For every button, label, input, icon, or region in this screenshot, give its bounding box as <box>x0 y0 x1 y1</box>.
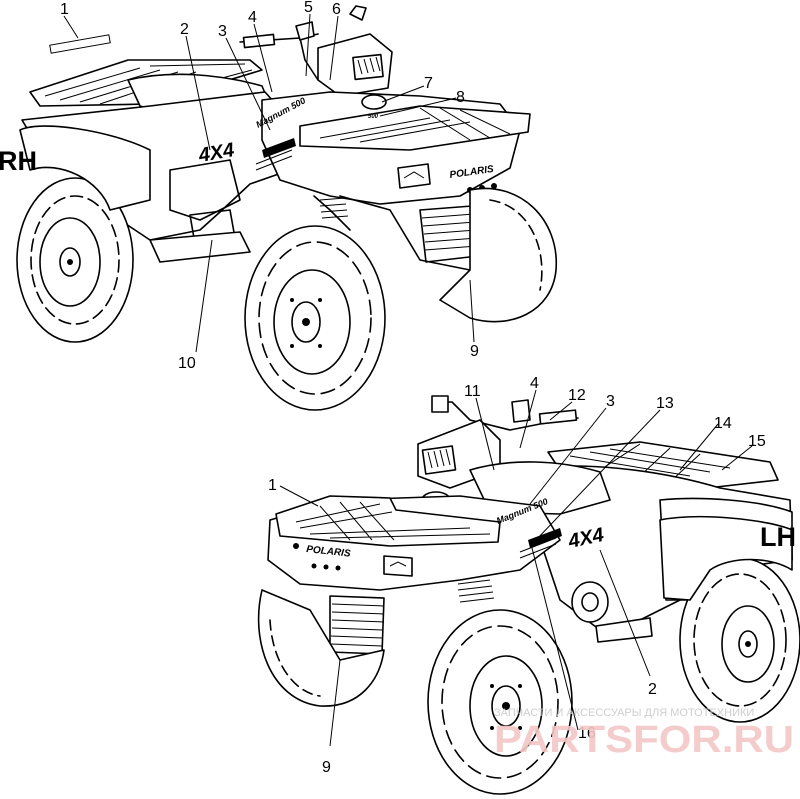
atv-right-view: POLARIS 4X4 Magnum 500 500 <box>16 5 557 411</box>
callout-lh-11: 11 <box>464 383 481 400</box>
callout-rh-5: 5 <box>304 0 313 16</box>
callout-rh-8: 8 <box>456 89 465 106</box>
callout-lh-14: 14 <box>714 415 732 432</box>
callout-rh-2: 2 <box>180 21 189 38</box>
callout-lh-15: 15 <box>748 433 766 450</box>
callout-lh-12: 12 <box>568 387 586 404</box>
callout-lh-16: 16 <box>578 725 596 742</box>
callout-rh-10: 10 <box>178 355 196 372</box>
side-label-rh: RH <box>0 146 37 176</box>
callouts-rh: 1 2 3 4 5 6 7 8 9 10 <box>60 0 479 372</box>
callout-lh-1: 1 <box>268 477 277 494</box>
leader-lines-lh <box>279 389 753 747</box>
callout-lh-13: 13 <box>656 395 674 412</box>
callout-lh-4: 4 <box>530 375 539 392</box>
far-front-wheel-rh <box>439 187 557 323</box>
watermark-logo: PARTSFOR.RU <box>494 719 794 761</box>
side-label-lh: LH <box>760 522 796 552</box>
callout-lh-9: 9 <box>322 759 331 776</box>
callout-rh-4: 4 <box>248 9 257 26</box>
callout-rh-3: 3 <box>218 23 227 40</box>
watermark-caption: ЗАПЧАСТИ И АКСЕССУАРЫ ДЛЯ МОТОТЕХНИКИ <box>494 707 754 719</box>
far-front-wheel-lh <box>257 589 385 707</box>
engine-size-decal-rh: 500 <box>368 114 379 120</box>
polaris-decal-lh: POLARIS <box>306 544 352 560</box>
front-wheel-lh <box>427 609 573 795</box>
callout-rh-9: 9 <box>470 343 479 360</box>
callout-rh-6: 6 <box>332 1 341 18</box>
atv-left-view: 500 POLARIS 4X4 Magnum 500 <box>257 395 800 795</box>
rear-wheel-rh <box>16 177 134 343</box>
front-wheel-rh <box>244 225 386 411</box>
callout-rh-7: 7 <box>424 75 433 92</box>
leader-lines-rh <box>49 13 475 353</box>
callouts-lh: 11 4 12 3 13 14 15 1 2 16 9 <box>268 375 766 776</box>
callout-lh-2: 2 <box>648 681 657 698</box>
callout-rh-1: 1 <box>60 1 69 18</box>
rear-wheel-lh <box>679 557 800 723</box>
callout-lh-3: 3 <box>606 393 615 410</box>
watermark: ЗАПЧАСТИ И АКСЕССУАРЫ ДЛЯ МОТОТЕХНИКИ PA… <box>494 707 794 761</box>
